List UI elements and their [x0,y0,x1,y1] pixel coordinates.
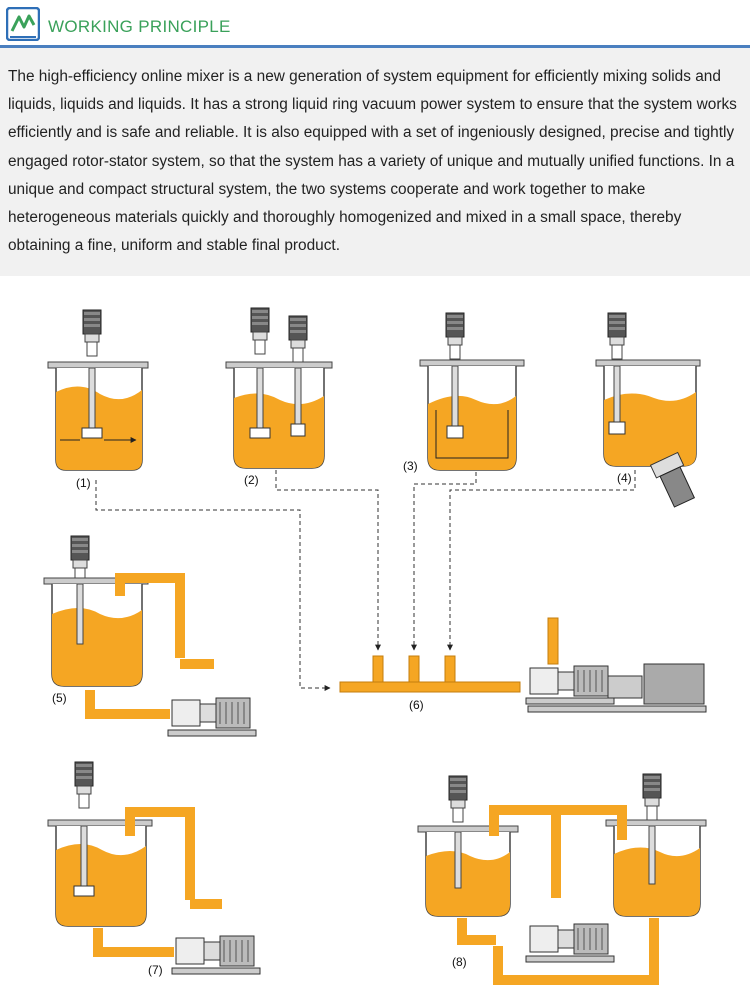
label-3: (3) [403,459,418,473]
label-2: (2) [244,473,259,487]
page-title: WORKING PRINCIPLE [48,17,231,36]
intro-paragraph: The high-efficiency online mixer is a ne… [8,68,737,255]
label-7: (7) [148,963,163,977]
label-5: (5) [52,691,67,705]
tank-5: (5) [43,535,257,737]
label-6: (6) [409,698,424,712]
tank-7: (7) [47,761,261,977]
tank-4: (4) [595,312,701,508]
mixer-logo-icon [6,7,40,41]
tank-3: (3) [403,312,525,473]
dashed-flow-lines [95,470,636,691]
label-4: (4) [617,471,632,485]
tank-1: (1) [47,309,149,490]
intro-section: The high-efficiency online mixer is a ne… [0,48,750,276]
manifold-6: (6) [339,617,707,713]
page-header: WORKING PRINCIPLE [0,0,750,48]
header-rule [0,45,750,48]
tank-8: (8) [417,773,707,985]
label-1: (1) [76,476,91,490]
working-principle-diagram: (1) (2) (3) (4) [43,307,707,985]
tank-2: (2) [225,307,333,487]
label-8: (8) [452,955,467,969]
